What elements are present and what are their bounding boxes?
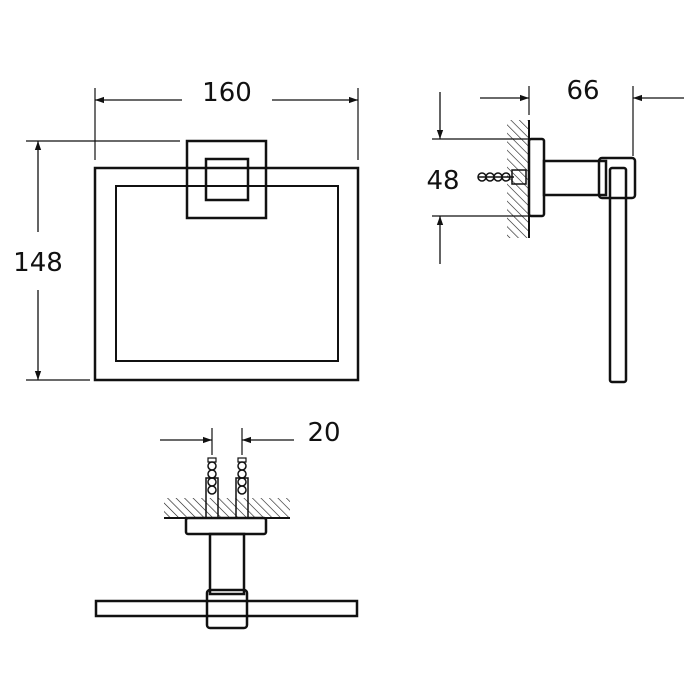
front-view: 160 148: [13, 78, 360, 382]
ring-bar-side: [608, 166, 628, 384]
wall-hatch-side: [507, 120, 529, 238]
wall-flange-side: [527, 137, 546, 218]
top-view: 20: [94, 418, 359, 630]
projection-label: 66: [566, 76, 599, 106]
wall-flange-top: [184, 516, 268, 536]
width-dimension: 160: [94, 78, 359, 160]
screw-spacing-label: 20: [307, 418, 340, 448]
mount-height-label: 48: [426, 166, 459, 196]
screw-side: [477, 169, 527, 185]
mount-height-dimension: 48: [426, 92, 540, 264]
side-view: 66 48: [426, 76, 684, 384]
width-label: 160: [202, 78, 252, 108]
arm-side: [542, 159, 608, 197]
projection-dimension: 66: [480, 76, 684, 156]
ring-inner-frame: [115, 185, 339, 362]
height-dimension: 148: [13, 140, 180, 381]
holder-block-top: [205, 588, 249, 630]
wall-hatch-top: [164, 498, 290, 518]
arm-top: [208, 532, 246, 596]
holder-block-front: [204, 157, 250, 202]
height-label: 148: [13, 248, 63, 278]
wall-plate-front: [185, 139, 268, 220]
holder-block-side: [597, 156, 637, 200]
ring-bar-top: [94, 599, 359, 618]
ring-outer-frame: [93, 166, 360, 382]
screw-spacing-dimension: 20: [160, 418, 341, 455]
